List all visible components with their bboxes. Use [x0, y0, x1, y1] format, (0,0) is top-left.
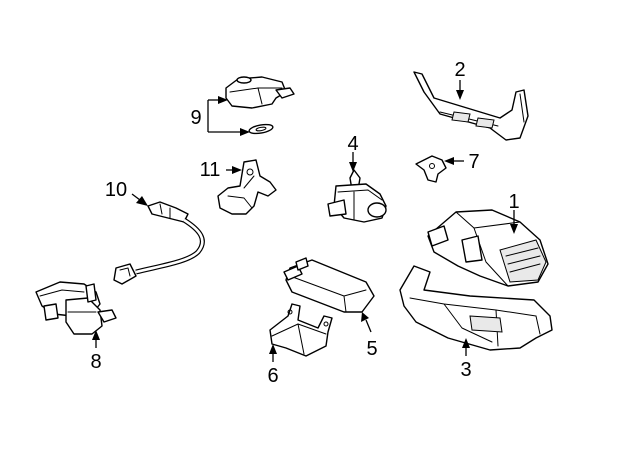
leader-10: [131, 193, 148, 206]
leader-6: [269, 344, 277, 362]
part-2-bracket: [413, 71, 529, 141]
leader-7: [444, 157, 464, 165]
part-4-valve: [327, 169, 387, 223]
callout-8: 8: [90, 351, 101, 373]
part-9-sensor: [225, 76, 295, 109]
callout-7: 7: [468, 151, 479, 173]
callout-4: 4: [347, 133, 358, 155]
part-6-bracket: [269, 303, 333, 357]
callout-3: 3: [460, 359, 471, 381]
leader-3: [462, 338, 470, 356]
part-10-sensor-wire: [113, 201, 205, 285]
callout-10: 10: [105, 179, 127, 201]
leader-2: [456, 80, 464, 100]
callout-6: 6: [267, 365, 278, 387]
part-8-valve: [35, 281, 117, 335]
leader-1: [510, 210, 518, 234]
leader-5: [361, 312, 372, 333]
callout-11: 11: [200, 159, 221, 181]
part-7-clip: [415, 155, 447, 183]
part-11-bracket: [217, 159, 277, 215]
part-1-canister: [427, 209, 549, 287]
callout-2: 2: [454, 59, 465, 81]
part-3-tray: [399, 265, 553, 351]
leader-8: [92, 330, 100, 348]
part-5-filter: [283, 257, 375, 313]
leader-9: [207, 96, 250, 136]
callout-1: 1: [508, 191, 519, 213]
part-9-washer: [248, 123, 274, 135]
callout-9: 9: [190, 107, 201, 129]
leader-11: [226, 166, 242, 174]
callout-5: 5: [366, 338, 377, 360]
leader-4: [349, 152, 357, 172]
